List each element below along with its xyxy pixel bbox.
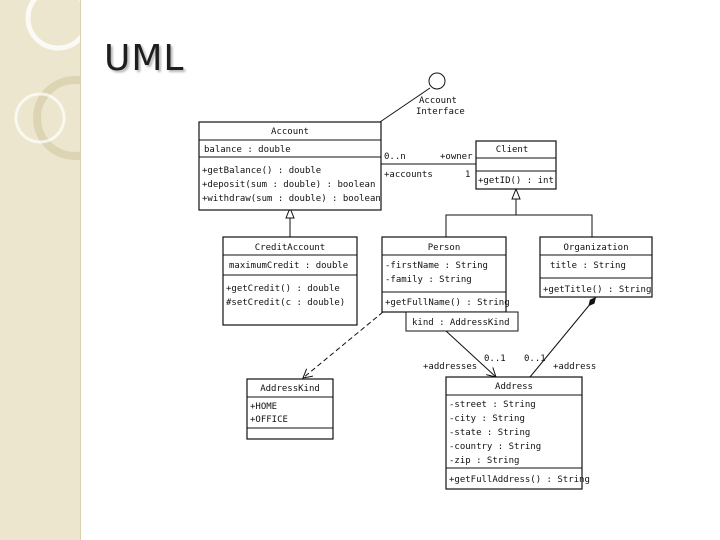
qualifier-text: kind : AddressKind xyxy=(412,318,510,328)
person-qualifier: kind : AddressKind xyxy=(405,311,519,332)
role-owner: +owner xyxy=(440,152,473,162)
address-attribute: -street : String xyxy=(449,400,536,410)
creditaccount-attribute: maximumCredit : double xyxy=(229,261,348,271)
class-account: Account balance : double +getBalance() :… xyxy=(198,121,382,211)
organization-address-aggregation xyxy=(529,296,597,378)
client-operation: +getID() : int xyxy=(478,176,554,186)
class-organization: Organization title : String +getTitle() … xyxy=(539,236,653,298)
role-addresses: +addresses xyxy=(423,362,477,372)
organization-operation: +getTitle() : String xyxy=(543,285,651,295)
class-address: Address -street : String -city : String … xyxy=(445,376,590,490)
ring-top xyxy=(25,0,80,51)
addresskind-literal: +HOME xyxy=(250,402,277,412)
mult-org-address: 0..1 xyxy=(524,354,546,364)
address-attribute: -state : String xyxy=(449,428,530,438)
role-address: +address xyxy=(553,362,596,372)
organization-name: Organization xyxy=(563,243,628,253)
client-name: Client xyxy=(496,145,529,155)
organization-attribute: title : String xyxy=(550,261,626,271)
interface-label-line1: Account xyxy=(419,96,457,106)
interface-label-line2: Interface xyxy=(416,107,465,117)
slide-title: UML xyxy=(104,38,185,79)
class-addresskind: AddressKind +HOME +OFFICE xyxy=(246,378,334,440)
creditaccount-operation: +getCredit() : double xyxy=(226,284,340,294)
class-creditaccount: CreditAccount maximumCredit : double +ge… xyxy=(222,236,358,326)
person-name: Person xyxy=(428,243,461,253)
person-attribute: -firstName : String xyxy=(385,261,488,271)
account-operation: +withdraw(sum : double) : boolean xyxy=(202,194,381,204)
account-operation: +deposit(sum : double) : boolean xyxy=(202,180,375,190)
addresskind-name: AddressKind xyxy=(260,384,320,394)
address-attribute: -city : String xyxy=(449,414,525,424)
creditaccount-operation: #setCredit(c : double) xyxy=(226,298,345,308)
address-attribute: -country : String xyxy=(449,442,541,452)
account-operation: +getBalance() : double xyxy=(202,166,321,176)
decorative-rings xyxy=(14,0,80,160)
role-accounts: +accounts xyxy=(384,170,433,180)
address-attribute: -zip : String xyxy=(449,456,519,466)
class-client: Client +getID() : int xyxy=(475,140,557,190)
ring-small xyxy=(14,92,66,144)
account-interface-icon xyxy=(428,72,446,90)
address-operation: +getFullAddress() : String xyxy=(449,475,590,485)
creditaccount-name: CreditAccount xyxy=(255,243,325,253)
addresskind-dependency xyxy=(303,311,384,378)
account-name: Account xyxy=(271,127,309,137)
account-attribute: balance : double xyxy=(204,145,291,155)
person-operation: +getFullName() : String xyxy=(385,298,510,308)
slide-sidebar xyxy=(0,0,81,540)
address-name: Address xyxy=(495,382,533,392)
interface-realization-line xyxy=(379,87,431,123)
addresskind-literal: +OFFICE xyxy=(250,415,288,425)
ring-large xyxy=(33,76,80,160)
person-attribute: -family : String xyxy=(385,275,472,285)
person-address-association xyxy=(445,330,496,377)
client-subclass-connector xyxy=(445,214,593,237)
mult-person-address: 0..1 xyxy=(484,354,506,364)
mult-account: 0..n xyxy=(384,152,406,162)
mult-client: 1 xyxy=(465,170,470,180)
class-person: Person -firstName : String -family : Str… xyxy=(381,236,510,313)
